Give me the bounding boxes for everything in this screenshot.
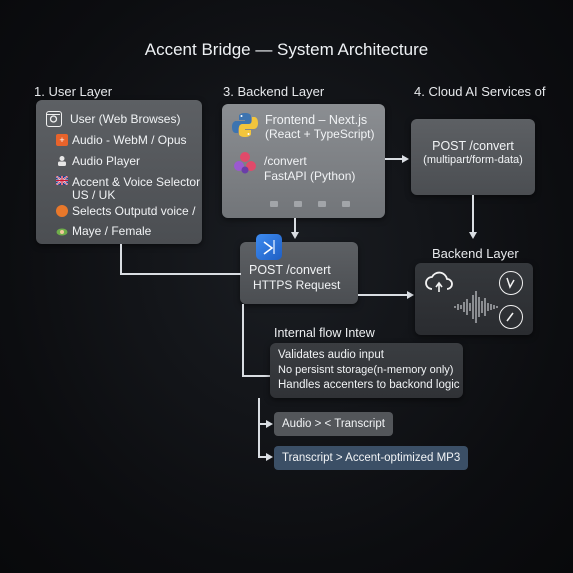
arrow-cloud-down bbox=[472, 195, 474, 233]
user-item-audio: Audio - WebM / Opus bbox=[72, 133, 187, 147]
arrow-head bbox=[266, 453, 273, 461]
decor-block bbox=[270, 201, 278, 207]
user-item-gender: Maye / Female bbox=[72, 224, 152, 238]
backend-layer-label-2: Backend Layer bbox=[432, 246, 519, 261]
vscode-icon bbox=[256, 234, 282, 260]
request-protocol: HTTPS Request bbox=[253, 278, 341, 292]
cloud-sync-icon bbox=[424, 269, 454, 302]
uk-flag-icon bbox=[55, 175, 69, 186]
connector-lower bbox=[258, 398, 260, 456]
connector-internal bbox=[242, 304, 244, 376]
user-layer-label: 1. User Layer bbox=[34, 84, 113, 99]
connector-user-to-request bbox=[120, 273, 241, 275]
diagram-title: Accent Bridge — System Architecture bbox=[144, 40, 429, 59]
internal-line-2: No persisnt storage(n-memory only) bbox=[278, 364, 454, 376]
cloud-layer-label: 4. Cloud AI Services of bbox=[414, 84, 546, 99]
backend-layer-label: 3. Backend Layer bbox=[223, 84, 325, 99]
arrow-head bbox=[291, 232, 299, 239]
cloud-route: POST /convert bbox=[432, 139, 514, 153]
arrow-backend-down bbox=[294, 218, 296, 233]
arrow-head bbox=[469, 232, 477, 239]
arrow-request-to-ai bbox=[358, 294, 408, 296]
decor-block bbox=[294, 201, 302, 207]
user-item-voice: Selects Outputd voice / bbox=[72, 204, 196, 218]
internal-line-1: Validates audio input bbox=[278, 349, 384, 361]
decor-block bbox=[342, 201, 350, 207]
arrow-backend-to-cloud bbox=[385, 158, 403, 160]
orange-dot-icon bbox=[56, 205, 68, 217]
connector-to-mp3 bbox=[258, 456, 267, 458]
connector-to-audio bbox=[258, 423, 267, 425]
ai-services-card bbox=[415, 263, 533, 335]
person-icon bbox=[56, 226, 68, 238]
internal-flow-card: Validates audio input No persisnt storag… bbox=[270, 343, 463, 398]
frontend-title: Frontend – Next.js bbox=[265, 113, 368, 127]
frontend-subtitle: (React + TypeScript) bbox=[265, 127, 375, 141]
analytics-icon bbox=[499, 271, 523, 295]
transcript-mp3-pill: Transcript > Accent-optimized MP3 bbox=[274, 446, 469, 470]
internal-line-3: Handles accenters to backond logic bbox=[278, 379, 460, 391]
connector-user-down bbox=[120, 244, 122, 274]
decor-block bbox=[318, 201, 326, 207]
waveform-icon bbox=[453, 289, 499, 330]
gauge-icon bbox=[499, 305, 523, 329]
user-item-accents: US / UK bbox=[72, 188, 116, 202]
connector-internal-h bbox=[242, 375, 270, 377]
arrow-head bbox=[407, 291, 414, 299]
internal-flow-heading: Internal flow Intew bbox=[274, 326, 375, 340]
user-item-player: Audio Player bbox=[72, 154, 141, 168]
request-route: POST /convert bbox=[249, 263, 331, 277]
speaker-icon bbox=[56, 155, 68, 167]
fastapi-icon bbox=[232, 150, 258, 181]
arrow-head bbox=[402, 155, 409, 163]
request-card: POST /convert HTTPS Request bbox=[240, 234, 358, 304]
api-framework: FastAPI (Python) bbox=[264, 169, 356, 183]
user-item-selector: Accent & Voice Selector bbox=[72, 175, 201, 189]
python-icon bbox=[231, 111, 259, 144]
arrow-head bbox=[266, 420, 273, 428]
user-item-browser: User (Web Browses) bbox=[70, 112, 181, 126]
audio-transcript-pill: Audio > < Transcript bbox=[274, 412, 393, 436]
cloud-content-type: (multipart/form-data) bbox=[423, 154, 523, 166]
api-route: /convert bbox=[264, 154, 307, 168]
cloud-services-card: POST /convert (multipart/form-data) bbox=[411, 119, 535, 195]
plus-icon: + bbox=[56, 134, 68, 146]
backend-layer-card: Frontend – Next.js (React + TypeScript) … bbox=[222, 104, 385, 218]
browser-icon bbox=[46, 111, 62, 127]
user-layer-card: User (Web Browses) + Audio - WebM / Opus… bbox=[36, 100, 202, 244]
